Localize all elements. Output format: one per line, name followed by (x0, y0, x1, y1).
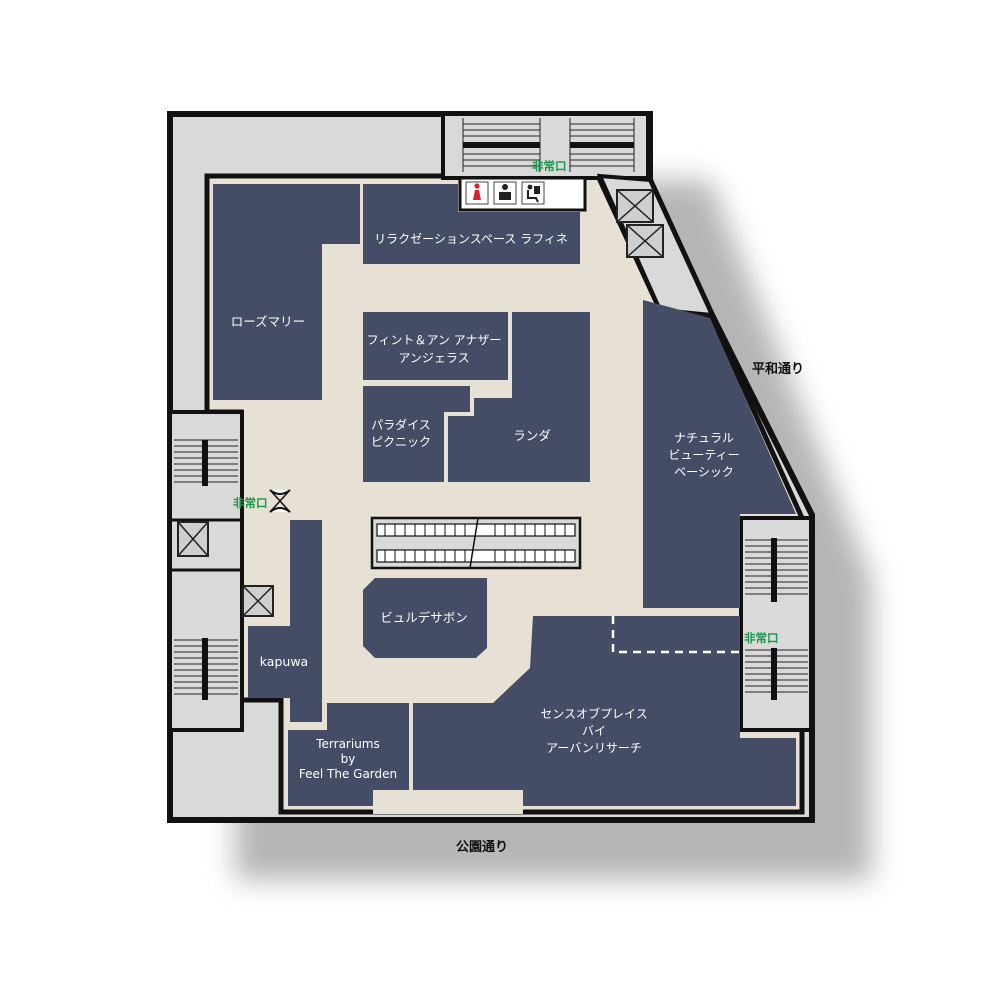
elevator-icon-2 (626, 224, 664, 258)
label-natural-3: ベーシック (674, 465, 734, 479)
shop-flint[interactable] (363, 312, 508, 380)
stairs-top-left-bar (463, 142, 540, 148)
multipurpose-toilet-icon (521, 181, 545, 205)
label-kapuwa: kapuwa (260, 654, 308, 669)
emergency-door-left (269, 489, 291, 513)
label-terra-3: Feel The Garden (299, 767, 397, 781)
label-sense-3: アーバンリサーチ (546, 741, 642, 755)
label-flint-1: フィント＆アン アナザー (367, 333, 502, 347)
label-sense-1: センスオブプレイス (540, 706, 647, 721)
escalator (370, 516, 582, 570)
shop-terrariums[interactable] (288, 703, 409, 806)
shop-kapuwa[interactable] (248, 520, 322, 722)
label-natural-2: ビューティー (668, 448, 739, 462)
shop-randa[interactable] (448, 312, 590, 482)
street-heiwa: 平和通り (752, 361, 804, 377)
dashed-boundary (611, 616, 740, 654)
elevator-icon-1 (616, 189, 654, 223)
shop-relaxation-top (363, 184, 458, 212)
street-koen: 公園通り (456, 839, 508, 855)
shop-rosemary[interactable] (213, 184, 360, 400)
shop-relaxation[interactable] (363, 212, 580, 264)
elevator-icon-4 (242, 585, 274, 617)
label-sense-2: バイ (582, 724, 606, 738)
shop-natural-beauty-basic[interactable] (643, 300, 796, 608)
emergency-exit-right: 非常口 (744, 631, 779, 645)
label-rosemary: ローズマリー (231, 314, 305, 329)
label-bille: ビュルデサボン (380, 610, 468, 625)
emergency-exit-left: 非常口 (233, 496, 268, 510)
label-natural-1: ナチュラル (674, 431, 734, 445)
label-randa: ランダ (513, 428, 551, 443)
label-paradise-1: パラダイス (371, 417, 431, 432)
label-terra-1: Terrariums (315, 737, 380, 751)
label-paradise-2: ピクニック (371, 435, 431, 449)
shop-sense-of-place[interactable] (413, 616, 796, 806)
emergency-exit-top: 非常口 (532, 159, 567, 173)
stairs-top-right-bar (570, 142, 634, 148)
label-flint-2: アンジェラス (398, 351, 469, 365)
entrance-bottom (373, 790, 523, 814)
shop-bille[interactable] (363, 578, 487, 658)
label-terra-2: by (341, 752, 356, 766)
stairs-top-right (569, 118, 635, 172)
elevator-icon-3 (177, 521, 209, 557)
label-relaxation: リラクゼーションスペース ラフィネ (374, 232, 568, 246)
shop-paradise[interactable] (363, 386, 470, 482)
